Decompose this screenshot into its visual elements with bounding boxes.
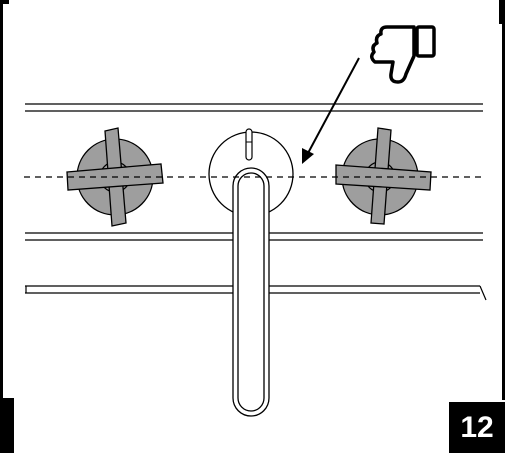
right-handle-horizontal-arm — [335, 164, 432, 191]
spout-outer — [232, 167, 270, 417]
pointer-arrow — [302, 57, 360, 164]
left-bottom-block — [0, 398, 14, 453]
spout — [232, 167, 270, 417]
top-left-corner — [0, 0, 9, 4]
step-number-badge: 12 — [449, 402, 505, 453]
upper-wall-ledge — [25, 103, 483, 112]
right-cross-handle — [335, 127, 432, 225]
spout-lever — [245, 128, 253, 161]
spout-inner — [237, 172, 265, 412]
right-frame-edge — [502, 20, 505, 400]
right-frame-top-edge — [499, 0, 505, 24]
left-frame-edge — [0, 0, 3, 398]
thumbs-down-icon — [370, 25, 436, 84]
